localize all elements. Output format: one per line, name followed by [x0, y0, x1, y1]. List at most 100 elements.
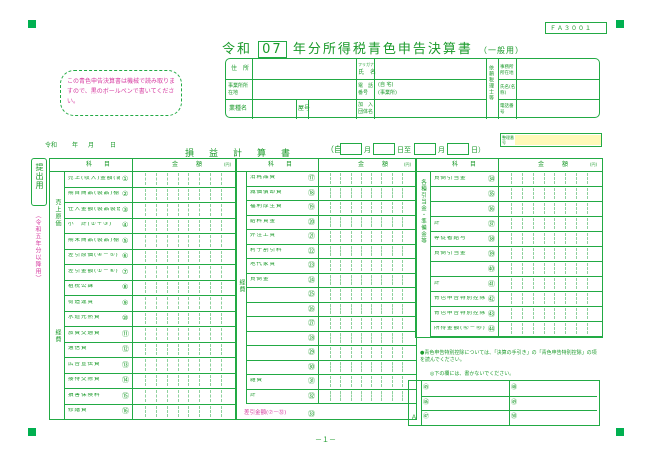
- bottom-field[interactable]: [433, 398, 507, 408]
- amount-field[interactable]: [500, 233, 598, 244]
- amount-field[interactable]: [134, 188, 232, 200]
- row-divider: [430, 216, 602, 217]
- amount-field[interactable]: [134, 250, 232, 262]
- digit-divider: [391, 260, 393, 271]
- digit-divider: [360, 231, 362, 242]
- amount-field[interactable]: [320, 332, 412, 343]
- digit-divider: [177, 173, 179, 185]
- period-month-from[interactable]: [340, 143, 362, 155]
- amount-field[interactable]: [500, 218, 598, 229]
- amount-field[interactable]: [134, 405, 232, 417]
- bottom-field-label: ㊺: [423, 384, 430, 391]
- table-row: 小 計(②＋③)④: [50, 218, 236, 234]
- digit-divider: [391, 361, 393, 372]
- amount-field[interactable]: [500, 263, 598, 274]
- amount-field[interactable]: [500, 308, 598, 319]
- digit-divider: [381, 187, 383, 198]
- amount-field[interactable]: [134, 328, 232, 340]
- amount-field[interactable]: [500, 293, 598, 304]
- amount-field[interactable]: [500, 188, 598, 199]
- digit-divider: [350, 347, 352, 358]
- bottom-field[interactable]: [521, 412, 595, 422]
- bottom-field[interactable]: [433, 383, 507, 393]
- digit-divider: [221, 219, 223, 231]
- amount-field[interactable]: [134, 173, 232, 185]
- digit-divider: [401, 303, 403, 314]
- digit-divider: [576, 293, 578, 304]
- digit-divider: [381, 376, 383, 387]
- digit-divider: [576, 218, 578, 229]
- left-table: 科 目金 額(円)売上(収入)金額(雑収入を含む)①期首商品(製品)棚卸高②仕入…: [49, 158, 237, 420]
- amount-field[interactable]: [134, 266, 232, 278]
- digit-divider: [199, 281, 201, 293]
- period-day-to[interactable]: [447, 143, 469, 155]
- amount-field[interactable]: [320, 231, 412, 242]
- amount-field[interactable]: [320, 245, 412, 256]
- row-label: 地代家賃: [250, 262, 277, 268]
- amount-field[interactable]: [320, 347, 412, 358]
- bottom-field[interactable]: [433, 412, 507, 422]
- amount-field[interactable]: [134, 204, 232, 216]
- amount-field[interactable]: [320, 376, 412, 387]
- digit-divider: [532, 233, 534, 244]
- digit-divider: [371, 260, 373, 271]
- amount-field[interactable]: [320, 289, 412, 300]
- label-jusho: 住 所: [231, 65, 250, 72]
- amount-field[interactable]: [134, 281, 232, 293]
- amount-field[interactable]: [320, 187, 412, 198]
- digit-divider: [565, 263, 567, 274]
- amount-field[interactable]: [500, 278, 598, 289]
- digit-divider: [330, 318, 332, 329]
- digit-divider: [565, 218, 567, 229]
- amount-field[interactable]: [134, 235, 232, 247]
- amount-field[interactable]: [134, 219, 232, 231]
- digit-divider: [391, 216, 393, 227]
- amount-field[interactable]: [500, 248, 598, 259]
- amount-field[interactable]: [320, 318, 412, 329]
- amount-field[interactable]: [500, 173, 598, 184]
- digit-divider: [330, 289, 332, 300]
- amount-field[interactable]: [320, 216, 412, 227]
- amount-field[interactable]: [320, 406, 412, 424]
- amount-field[interactable]: [500, 203, 598, 214]
- digit-divider: [371, 187, 373, 198]
- row-number: ㊴: [488, 249, 495, 258]
- group-label-genka: 売上原価: [54, 199, 61, 227]
- amount-field[interactable]: [134, 359, 232, 371]
- amount-field[interactable]: [320, 202, 412, 213]
- amount-field[interactable]: [134, 297, 232, 309]
- period-month-to[interactable]: [414, 143, 436, 155]
- digit-divider: [340, 332, 342, 343]
- digit-divider: [565, 323, 567, 334]
- digit-divider: [360, 260, 362, 271]
- amount-field[interactable]: [320, 361, 412, 372]
- digit-divider: [221, 188, 223, 200]
- digit-divider: [371, 361, 373, 372]
- amount-field[interactable]: [134, 374, 232, 386]
- amount-field[interactable]: [320, 303, 412, 314]
- amount-field[interactable]: [320, 260, 412, 271]
- bottom-field[interactable]: [521, 398, 595, 408]
- amount-field[interactable]: [320, 274, 412, 285]
- digit-divider: [360, 187, 362, 198]
- col-head-kamoku: 科 目: [452, 161, 477, 168]
- row-divider: [64, 186, 236, 188]
- amount-field[interactable]: [320, 390, 412, 401]
- bottom-field[interactable]: [521, 383, 595, 393]
- digit-divider: [221, 297, 223, 309]
- digit-divider: [587, 188, 589, 199]
- row-number: ⑥: [122, 252, 129, 261]
- digit-divider: [155, 405, 157, 417]
- amount-field[interactable]: [134, 312, 232, 324]
- seiri-box[interactable]: 整理番号: [500, 133, 602, 147]
- digit-divider: [360, 361, 362, 372]
- period-day-from[interactable]: [373, 143, 395, 155]
- amount-field[interactable]: [320, 173, 412, 184]
- digit-divider: [543, 173, 545, 184]
- amount-field[interactable]: [134, 343, 232, 355]
- amount-field[interactable]: [500, 323, 598, 334]
- amount-field[interactable]: [134, 390, 232, 402]
